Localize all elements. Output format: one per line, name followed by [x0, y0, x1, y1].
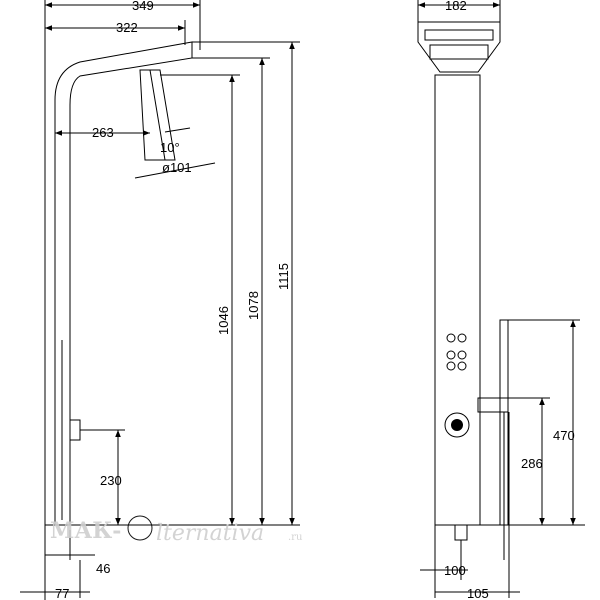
watermark-suffix: .ru [288, 532, 303, 543]
side-view: 349 322 263 10° ø101 1115 1078 1046 230 [20, 0, 300, 600]
dim-77: 77 [55, 586, 69, 600]
body-jets [446, 333, 467, 371]
watermark-part2: lternativa [156, 521, 264, 546]
thermostat-knob [69, 419, 81, 441]
dim-100: 100 [444, 563, 466, 578]
dim-322: 322 [116, 20, 138, 35]
hand-shower-holder [477, 397, 509, 413]
dim-diameter-101: ø101 [162, 160, 192, 175]
dim-182: 182 [445, 0, 467, 13]
watermark: МАК- lternativa .ru [50, 515, 303, 546]
dim-10-degrees: 10° [160, 140, 180, 155]
dim-230: 230 [100, 473, 122, 488]
front-thermostat-inner [451, 419, 463, 431]
dim-349: 349 [132, 0, 154, 13]
panel-column [54, 41, 193, 526]
dim-1078: 1078 [246, 291, 261, 320]
dim-105: 105 [467, 586, 489, 600]
dim-263: 263 [92, 125, 114, 140]
front-thermostat-outer [444, 412, 470, 438]
front-view: 182 470 286 [417, 0, 585, 600]
dim-470: 470 [553, 428, 575, 443]
front-column [434, 74, 481, 526]
bottom-connector [454, 524, 468, 541]
dim-1046: 1046 [216, 306, 231, 335]
watermark-part1: МАК- [50, 518, 121, 544]
dim-1115: 1115 [276, 263, 291, 290]
shower-head-spray [139, 69, 176, 161]
dim-46: 46 [96, 561, 110, 576]
dim-286: 286 [521, 456, 543, 471]
